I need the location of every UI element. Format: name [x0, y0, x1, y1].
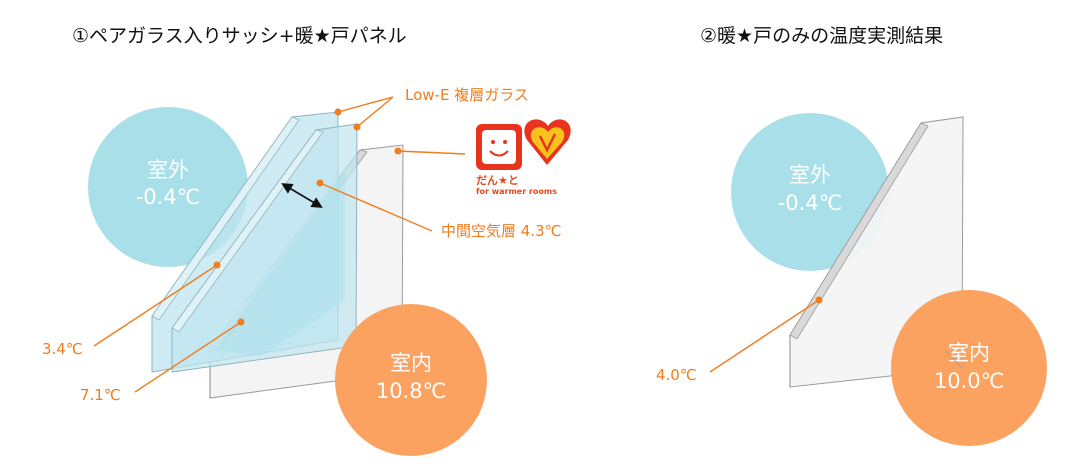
left-indoor-temp: 10.8℃ [376, 379, 446, 403]
air-layer-arrow-icon [281, 183, 323, 208]
callout-right-surface-label: 4.0℃ [656, 366, 697, 384]
right-indoor-circle [891, 290, 1047, 446]
right-title: ②暖★戸のみの温度実測結果 [700, 25, 943, 47]
danto-logo-text: だん★と [476, 174, 519, 187]
callout-outer-surface-label: 3.4℃ [42, 340, 83, 358]
callout-outer-surface: 3.4℃ [42, 261, 221, 358]
right-outdoor-label: 室外 [789, 163, 831, 187]
callout-inner-surface-label: 7.1℃ [80, 386, 121, 404]
right-outdoor-temp: -0.4℃ [778, 191, 843, 215]
right-indoor-label: 室内 [948, 341, 990, 365]
danto-logo-subtext: for warmer rooms [476, 187, 557, 196]
left-title: ①ペアガラス入りサッシ+暖★戸パネル [72, 25, 407, 47]
callout-panel [394, 147, 466, 155]
right-indoor-temp: 10.0℃ [934, 369, 1004, 393]
left-outdoor-circle [88, 107, 248, 267]
callout-glass: Low-E 複層ガラス [334, 86, 529, 131]
callout-air-layer: 中間空気層 4.3℃ [316, 179, 561, 240]
right-panel-edge [945, 350, 963, 369]
right-outdoor-circle [731, 113, 889, 271]
callout-glass-label: Low-E 複層ガラス [405, 86, 529, 104]
left-outdoor-temp: -0.4℃ [136, 185, 201, 209]
left-indoor-label: 室内 [390, 351, 432, 375]
callout-right-surface: 4.0℃ [656, 296, 823, 384]
callout-air-layer-label: 中間空気層 4.3℃ [441, 222, 561, 240]
callout-inner-surface: 7.1℃ [80, 318, 245, 404]
danto-logo: だん★と for warmer rooms [476, 119, 571, 196]
left-indoor-circle [335, 304, 487, 456]
left-outdoor-label: 室外 [147, 158, 189, 182]
